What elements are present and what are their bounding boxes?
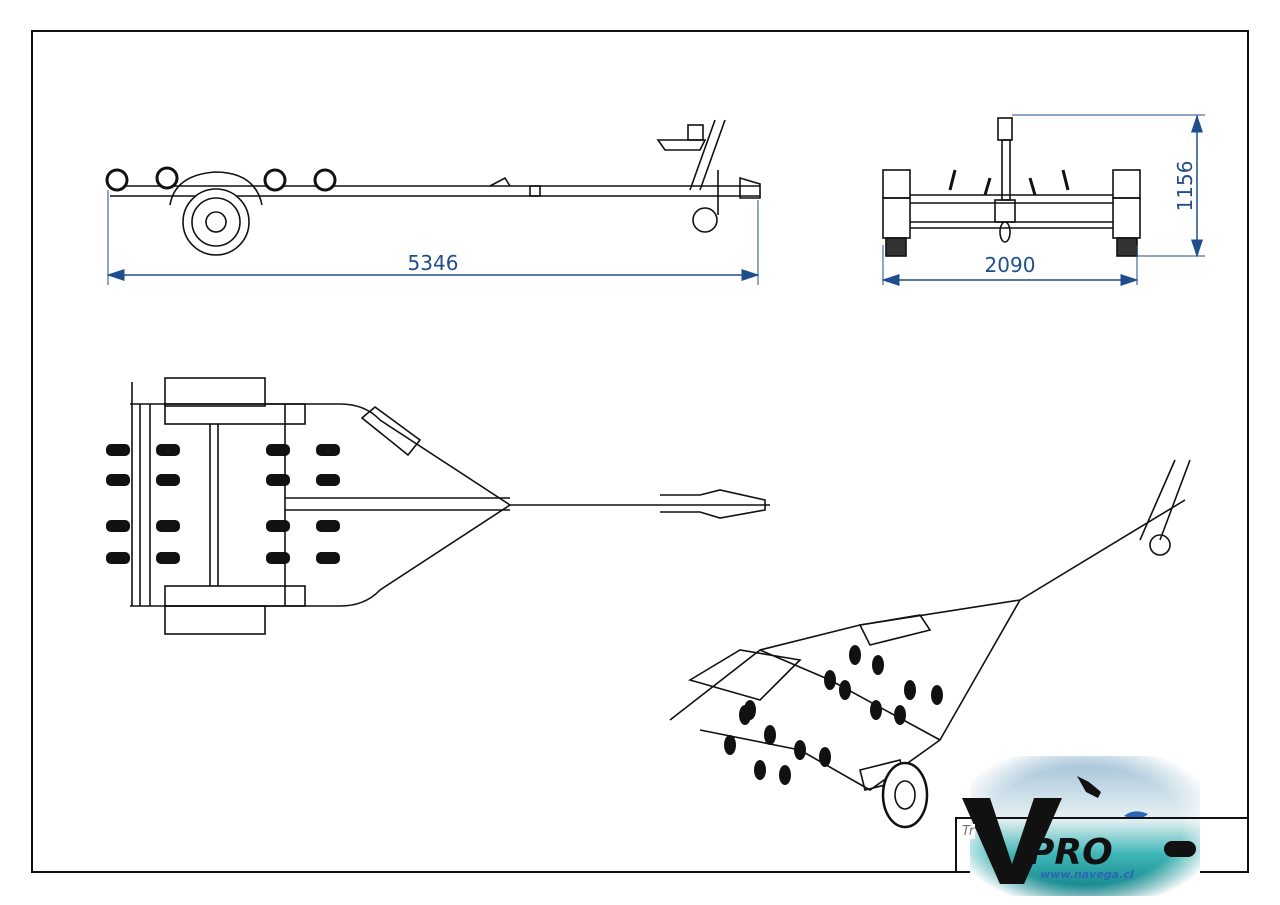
svg-text:PRO: PRO [1028, 832, 1113, 873]
title-block-text: Tr [961, 824, 976, 839]
vpro-logo: PRO www.navega.cl [952, 746, 1207, 898]
width-dimension: 2090 [985, 253, 1036, 277]
top-view-rollers [106, 444, 340, 564]
top-view [130, 377, 770, 635]
front-view [882, 117, 1141, 257]
logo-url: www.navega.cl [1040, 868, 1134, 881]
isometric-rollers [724, 645, 943, 785]
title-block: Tr [955, 817, 1249, 873]
side-view [105, 119, 761, 256]
logo-image: PRO www.navega.cl [962, 756, 1200, 896]
drawing-border [31, 30, 1249, 873]
length-dimension: 5346 [408, 251, 459, 275]
height-dimension: 1156 [1173, 161, 1197, 212]
